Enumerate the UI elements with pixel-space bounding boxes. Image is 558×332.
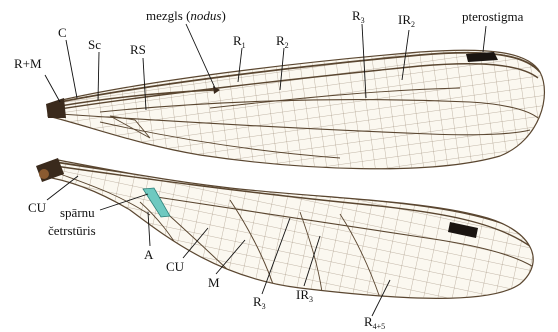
label-r3-top: R3 bbox=[352, 8, 365, 25]
label-ir3-sub: 3 bbox=[309, 295, 313, 304]
label-ir2-base: IR bbox=[398, 12, 411, 27]
label-r3-top-sub: 3 bbox=[361, 16, 365, 25]
label-r-m: R+M bbox=[14, 56, 42, 71]
label-sc: Sc bbox=[88, 37, 101, 52]
label-r3-top-base: R bbox=[352, 8, 361, 23]
label-r3-bottom: R3 bbox=[253, 294, 266, 311]
label-r1-base: R bbox=[233, 33, 242, 48]
label-r2-base: R bbox=[276, 33, 285, 48]
hindwing-base-knob bbox=[39, 169, 49, 179]
label-r2: R2 bbox=[276, 33, 289, 50]
label-r45-base: R bbox=[364, 314, 373, 329]
label-ir2-sub: 2 bbox=[411, 20, 415, 29]
label-cu-bottom: CU bbox=[166, 259, 185, 274]
label-nodus-suffix: ) bbox=[221, 8, 225, 23]
label-r1: R1 bbox=[233, 33, 246, 50]
label-r3-bottom-base: R bbox=[253, 294, 262, 309]
label-četrstūris: četrstūris bbox=[48, 223, 96, 238]
label-pterostigma: pterostigma bbox=[462, 9, 524, 24]
label-spārnu: spārnu bbox=[60, 205, 95, 220]
label-r2-sub: 2 bbox=[285, 41, 289, 50]
label-c: C bbox=[58, 25, 67, 40]
label-nodus-prefix: mezgls ( bbox=[146, 8, 190, 23]
label-r1-sub: 1 bbox=[242, 41, 246, 50]
hindwing bbox=[30, 150, 558, 310]
label-ir2: IR2 bbox=[398, 12, 415, 29]
label-r45: R4+5 bbox=[364, 314, 385, 331]
leader-r-m bbox=[45, 75, 60, 102]
leader-c bbox=[66, 40, 77, 98]
leader-pterostigma bbox=[483, 26, 486, 52]
label-m: M bbox=[208, 275, 220, 290]
label-cu-left: CU bbox=[28, 200, 47, 215]
label-a: A bbox=[144, 247, 154, 262]
label-nodus: mezgls (nodus) bbox=[146, 8, 226, 23]
label-r45-sub: 4+5 bbox=[373, 322, 386, 331]
label-r3-bottom-sub: 3 bbox=[262, 302, 266, 311]
label-rs: RS bbox=[130, 42, 146, 57]
forewing-base bbox=[46, 98, 66, 118]
label-ir3-base: IR bbox=[296, 287, 309, 302]
forewing bbox=[40, 40, 558, 180]
label-nodus-italic: nodus bbox=[190, 8, 221, 23]
